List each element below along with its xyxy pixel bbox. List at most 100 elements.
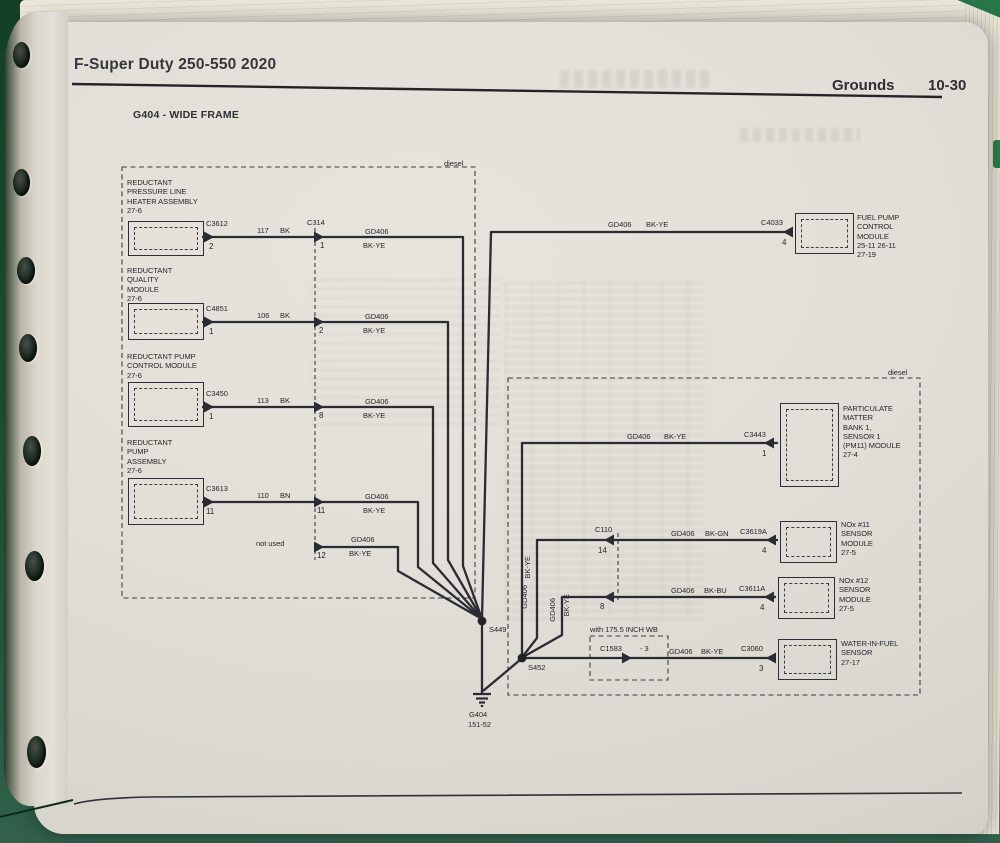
wire-color: BK — [280, 396, 290, 405]
vertical-wire-color: BK-YE — [562, 594, 571, 617]
component-inner-box — [134, 227, 198, 250]
ground-circuit: GD406 — [669, 647, 693, 656]
circuit-number: 106 — [257, 311, 270, 320]
ground-circuit: GD406 — [351, 535, 375, 544]
component-inner-box — [134, 309, 198, 334]
page-number: 10-30 — [928, 77, 967, 94]
vertical-wire-color: BK-YE — [523, 556, 532, 579]
connector-label: C3443 — [744, 430, 766, 439]
connector-label: C3612 — [206, 219, 228, 228]
component-inner-box — [801, 219, 848, 248]
wheelbase-option-label: with 175.5 INCH WB — [590, 625, 658, 634]
component-page-ref: 27-6 — [127, 466, 142, 475]
wire-s452-to-ground — [482, 659, 521, 692]
ground-circuit: GD406 — [608, 220, 632, 229]
ground-name: G404 — [469, 710, 488, 719]
connector-arrows-right — [204, 231, 632, 664]
component-page-refs: 25-11 26-11 27-19 — [857, 241, 896, 260]
splice-s452-dot — [517, 653, 527, 663]
ground-color: BK-GN — [705, 529, 729, 538]
pin-number: 2 — [319, 326, 324, 335]
ground-color: BK-YE — [363, 506, 386, 515]
pin-label: - 3 — [640, 644, 649, 653]
pin-number: 4 — [762, 546, 767, 555]
ground-color: BK-YE — [349, 549, 372, 558]
binder-hole — [25, 551, 44, 581]
ground-circuit: GD406 — [365, 312, 389, 321]
page-title: F-Super Duty 250-550 2020 — [74, 56, 277, 73]
desk-sliver-right — [993, 140, 1000, 168]
component-name: REDUCTANT PRESSURE LINE HEATER ASSEMBLY — [127, 178, 198, 206]
diesel-label-right: diesel — [888, 368, 908, 377]
ground-color: BK-YE — [363, 411, 386, 420]
ground-circuit: GD406 — [627, 432, 651, 441]
component-name: NOx #11 SENSOR MODULE — [841, 520, 873, 548]
component-name: FUEL PUMP CONTROL MODULE — [857, 213, 900, 241]
pin-number: 4 — [760, 603, 765, 612]
component-box-reductant-quality — [128, 303, 204, 340]
footer-rule — [73, 792, 963, 805]
splice-s449-dot — [477, 616, 487, 626]
component-page-ref: 27-6 — [127, 206, 142, 215]
component-box-nox12 — [778, 577, 835, 619]
connector-label: C4033 — [761, 218, 783, 227]
circuit-number: 113 — [257, 396, 269, 405]
pin-number: 1 — [762, 449, 767, 458]
ground-color: BK-YE — [363, 326, 386, 335]
wire-reductant-pump-ctrl — [202, 405, 483, 620]
connector-label: C3613 — [206, 484, 228, 493]
pin-number: 12 — [317, 551, 326, 560]
component-page-ref: 27-17 — [841, 658, 860, 667]
wire-reductant-heater — [202, 235, 484, 620]
wire-nox11 — [522, 538, 778, 657]
binder-hole — [23, 436, 41, 466]
component-inner-box — [786, 409, 833, 481]
wire-color: BK — [280, 226, 290, 235]
splice-label-s449: S449 — [489, 625, 507, 634]
component-box-reductant-pump-asm — [128, 478, 204, 525]
ground-color: BK-BU — [704, 586, 727, 595]
diagram-title: G404 - WIDE FRAME — [133, 109, 240, 121]
ground-page-ref: 151-52 — [468, 720, 492, 729]
component-page-ref: 27-4 — [843, 450, 858, 459]
page-curl-left-edge — [4, 12, 68, 806]
component-box-fuel-pump — [795, 213, 854, 254]
component-page-ref: 27-5 — [839, 604, 854, 613]
pin-number: 3 — [759, 664, 764, 673]
binder-hole — [17, 257, 35, 284]
vertical-wire-circuit: GD406 — [548, 598, 557, 622]
wire-nox12 — [522, 595, 776, 659]
connector-label-c110: C110 — [595, 525, 613, 534]
binder-hole — [27, 736, 46, 768]
ground-color: BK-YE — [363, 241, 386, 250]
component-box-nox11 — [780, 521, 837, 563]
pin-number: 1 — [209, 412, 214, 421]
wire-color: BK — [280, 311, 290, 320]
ground-circuit: GD406 — [671, 586, 695, 595]
pin-number: 2 — [209, 242, 214, 251]
component-page-ref: 27-5 — [841, 548, 856, 557]
component-box-pm-sensor — [780, 403, 839, 487]
component-name: WATER-IN-FUEL SENSOR — [841, 639, 899, 658]
circuit-number: 110 — [257, 491, 269, 500]
section-name: Grounds — [832, 77, 895, 94]
pin-number: 8 — [600, 602, 605, 611]
component-box-reductant-pump-ctrl — [128, 382, 204, 427]
pin-number: 11 — [206, 507, 215, 516]
ground-color: BK-YE — [664, 432, 687, 441]
circuit-number: 117 — [257, 226, 269, 235]
ground-circuit: GD406 — [671, 529, 695, 538]
ground-color: BK-YE — [646, 220, 669, 229]
wire-color: BN — [280, 491, 291, 500]
component-inner-box — [784, 645, 831, 674]
wire-reductant-pump-asm — [202, 500, 483, 620]
wire-fuel-pump — [480, 230, 793, 620]
component-name: PARTICULATE MATTER BANK 1, SENSOR 1 (PM1… — [843, 404, 901, 451]
component-page-ref: 27-6 — [127, 371, 142, 380]
ground-circuit: GD406 — [365, 492, 389, 501]
pin-number: 4 — [782, 238, 787, 247]
splice-label-s452: S452 — [528, 663, 546, 672]
diesel-group-box-right — [507, 377, 921, 696]
